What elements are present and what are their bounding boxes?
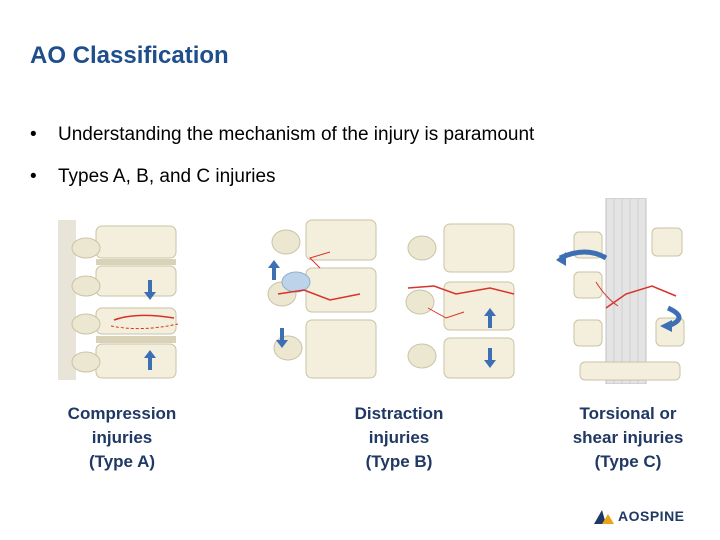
- caption-line: (Type A): [88, 452, 156, 471]
- aospine-logo: AOSPINE: [594, 508, 685, 524]
- caption-line: injuries: [368, 428, 430, 447]
- slide-title: AO Classification: [30, 42, 229, 69]
- bullet-dot: •: [30, 124, 37, 145]
- bullet-item: • Types A, B, and C injuries: [30, 166, 534, 188]
- distraction-injury-illustration-1: [262, 216, 382, 384]
- compression-injury-illustration: [56, 218, 190, 384]
- aospine-logo-icon: [594, 510, 614, 524]
- distraction-injury-illustration-2: [396, 220, 520, 384]
- bullet-item: • Understanding the mechanism of the inju…: [30, 124, 534, 146]
- caption-type-c: Torsional or shear injuries (Type C): [553, 402, 703, 474]
- bullet-list: • Understanding the mechanism of the inju…: [30, 124, 534, 208]
- bullet-text: Understanding the mechanism of the injur…: [58, 124, 535, 145]
- caption-line: Torsional or: [579, 404, 677, 423]
- caption-line: (Type B): [365, 452, 433, 471]
- bullet-text: Types A, B, and C injuries: [58, 166, 276, 187]
- caption-line: injuries: [91, 428, 153, 447]
- aospine-logo-text: AOSPINE: [618, 508, 685, 524]
- caption-line: Distraction: [354, 404, 444, 423]
- torsional-injury-illustration: [556, 198, 688, 384]
- caption-line: Compression: [67, 404, 177, 423]
- caption-type-b: Distraction injuries (Type B): [324, 402, 474, 474]
- caption-line: (Type C): [594, 452, 662, 471]
- caption-type-a: Compression injuries (Type A): [47, 402, 197, 474]
- caption-line: shear injuries: [572, 428, 684, 447]
- bullet-dot: •: [30, 166, 37, 187]
